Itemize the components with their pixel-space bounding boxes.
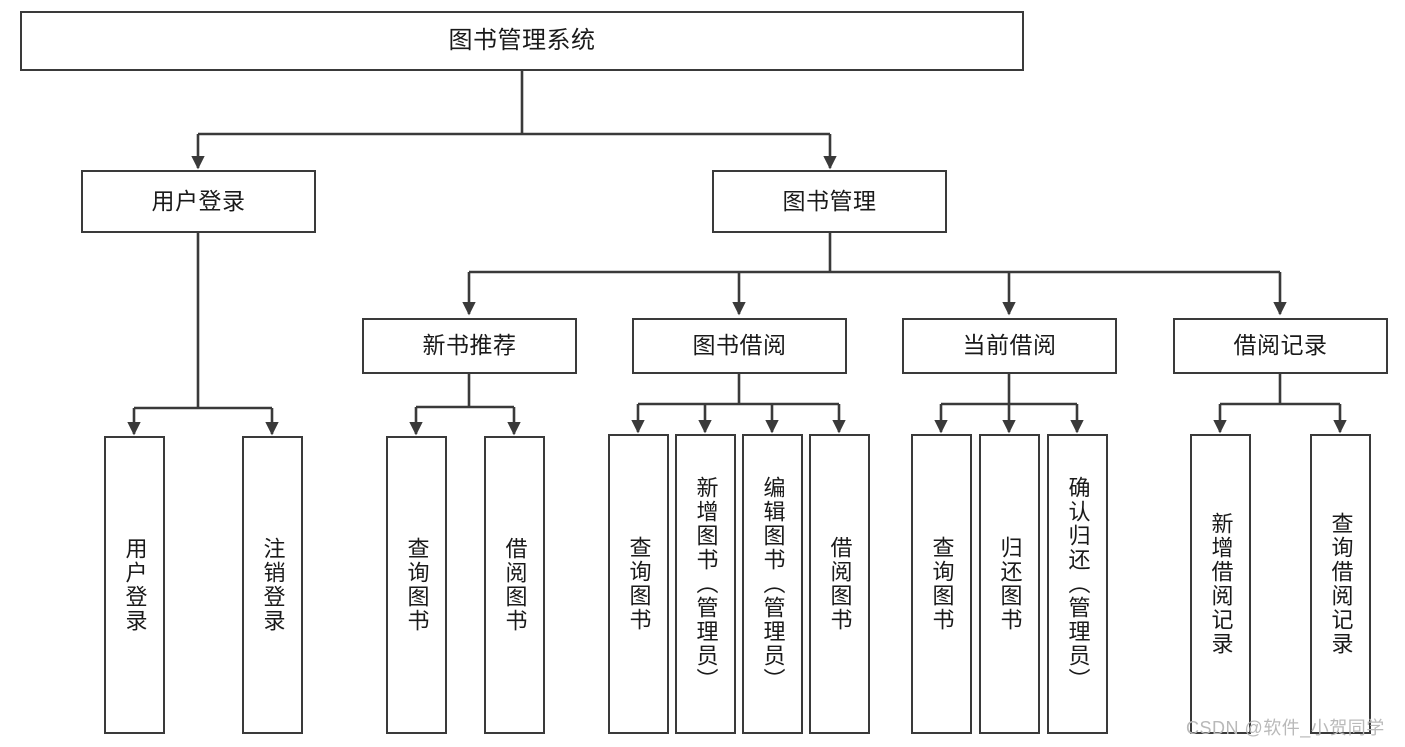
leaf-borrow-query-book[interactable]: 查询图书 <box>608 434 669 734</box>
leaf-borrow-edit-book[interactable]: 编辑图书（管理员） <box>742 434 803 734</box>
node-label: 新书推荐 <box>422 332 517 359</box>
node-label: 编辑图书（管理员） <box>760 476 786 692</box>
leaf-borrow-add-book[interactable]: 新增图书（管理员） <box>675 434 736 734</box>
node-label: 查询图书 <box>626 536 652 632</box>
node-label: 借阅图书 <box>827 536 853 632</box>
node-label: 查询借阅记录 <box>1328 512 1354 656</box>
node-label: 确认归还（管理员） <box>1065 476 1091 692</box>
leaf-current-confirm-return[interactable]: 确认归还（管理员） <box>1047 434 1108 734</box>
node-label: 当前借阅 <box>962 332 1057 359</box>
node-label: 查询图书 <box>404 537 430 633</box>
node-label: 图书借阅 <box>692 332 787 359</box>
node-book-management[interactable]: 图书管理 <box>712 170 947 233</box>
node-label: 查询图书 <box>929 536 955 632</box>
leaf-current-return-book[interactable]: 归还图书 <box>979 434 1040 734</box>
node-borrow-records[interactable]: 借阅记录 <box>1173 318 1388 374</box>
node-book-borrow[interactable]: 图书借阅 <box>632 318 847 374</box>
node-label: 归还图书 <box>997 536 1023 632</box>
node-user-login[interactable]: 用户登录 <box>81 170 316 233</box>
node-label: 用户登录 <box>151 187 246 214</box>
node-label: 借阅记录 <box>1233 332 1328 359</box>
node-current-borrow[interactable]: 当前借阅 <box>902 318 1117 374</box>
leaf-records-query[interactable]: 查询借阅记录 <box>1310 434 1371 734</box>
node-label: 新增借阅记录 <box>1208 512 1234 656</box>
node-label: 图书管理系统 <box>448 26 596 54</box>
leaf-records-add[interactable]: 新增借阅记录 <box>1190 434 1251 734</box>
leaf-current-query-book[interactable]: 查询图书 <box>911 434 972 734</box>
node-label: 新增图书（管理员） <box>693 476 719 692</box>
node-root-system[interactable]: 图书管理系统 <box>20 11 1024 71</box>
node-label: 借阅图书 <box>502 537 528 633</box>
node-label: 用户登录 <box>122 537 148 633</box>
leaf-new-books-query[interactable]: 查询图书 <box>386 436 447 734</box>
node-label: 注销登录 <box>260 537 286 633</box>
node-new-book-recommend[interactable]: 新书推荐 <box>362 318 577 374</box>
leaf-user-login[interactable]: 用户登录 <box>104 436 165 734</box>
leaf-borrow-borrow-book[interactable]: 借阅图书 <box>809 434 870 734</box>
leaf-user-logout[interactable]: 注销登录 <box>242 436 303 734</box>
node-label: 图书管理 <box>782 187 877 214</box>
leaf-new-books-borrow[interactable]: 借阅图书 <box>484 436 545 734</box>
